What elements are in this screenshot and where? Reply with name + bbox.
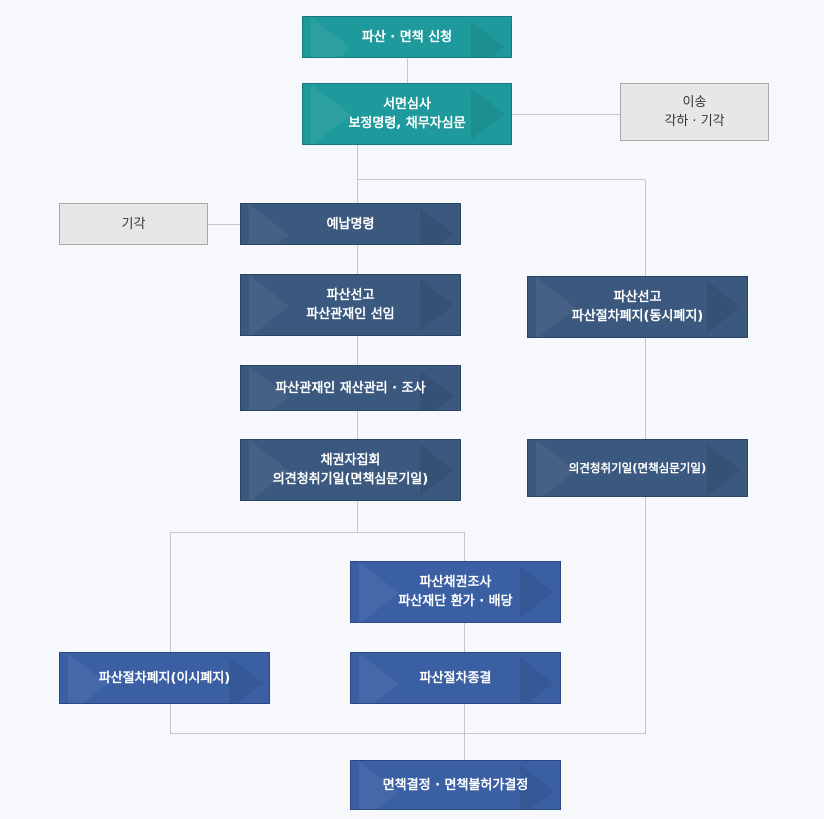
step-simultaneous-abolition: 파산선고 파산절차폐지(동시폐지) <box>527 276 748 338</box>
step-simultaneous-hearing-label: 의견청취기일(면책심문기일) <box>568 460 707 475</box>
step-claims-investigation-line2: 파산재단 환가 · 배당 <box>398 594 513 609</box>
step-bankruptcy-declaration: 파산선고 파산관재인 선임 <box>240 274 461 336</box>
step-simultaneous-abolition-line2: 파산절차폐지(동시폐지) <box>571 309 704 324</box>
step-termination-label: 파산절차종결 <box>419 670 492 686</box>
step-prepay-order: 예납명령 <box>240 203 461 245</box>
step-transfer-line2: 각하 · 기각 <box>664 114 725 129</box>
step-review: 서면심사 보정명령, 채무자심문 <box>302 83 512 145</box>
step-dismiss: 기각 <box>59 203 208 245</box>
step-transfer-line1: 이송 <box>682 95 707 110</box>
step-creditors-meeting-line2: 의견청취기일(면책심문기일) <box>272 472 429 487</box>
step-later-abolition: 파산절차폐지(이시폐지) <box>59 652 270 704</box>
step-creditors-meeting: 채권자집회 의견청취기일(면책심문기일) <box>240 439 461 501</box>
step-bankruptcy-declaration-line2: 파산관재인 선임 <box>306 307 395 322</box>
step-review-line2: 보정명령, 채무자심문 <box>348 116 466 131</box>
step-creditors-meeting-line1: 채권자집회 <box>320 453 381 468</box>
step-trustee-management: 파산관재인 재산관리 · 조사 <box>240 365 461 411</box>
step-dismiss-label: 기각 <box>121 216 146 232</box>
step-prepay-order-label: 예납명령 <box>326 216 375 232</box>
step-claims-investigation-line1: 파산채권조사 <box>419 575 492 590</box>
step-apply-label: 파산 · 면책 신청 <box>361 29 453 45</box>
step-apply: 파산 · 면책 신청 <box>302 16 512 58</box>
step-trustee-management-label: 파산관재인 재산관리 · 조사 <box>275 380 426 396</box>
step-discharge-decision-label: 면책결정 · 면책불허가결정 <box>382 777 529 793</box>
step-bankruptcy-declaration-line1: 파산선고 <box>326 288 375 303</box>
step-termination: 파산절차종결 <box>350 652 561 704</box>
step-simultaneous-hearing: 의견청취기일(면책심문기일) <box>527 439 748 497</box>
step-discharge-decision: 면책결정 · 면책불허가결정 <box>350 760 561 810</box>
step-simultaneous-abolition-line1: 파산선고 <box>613 290 662 305</box>
step-review-line1: 서면심사 <box>383 97 431 112</box>
step-claims-investigation: 파산채권조사 파산재단 환가 · 배당 <box>350 561 561 623</box>
step-transfer: 이송 각하 · 기각 <box>620 83 769 141</box>
step-later-abolition-label: 파산절차폐지(이시폐지) <box>98 670 231 686</box>
